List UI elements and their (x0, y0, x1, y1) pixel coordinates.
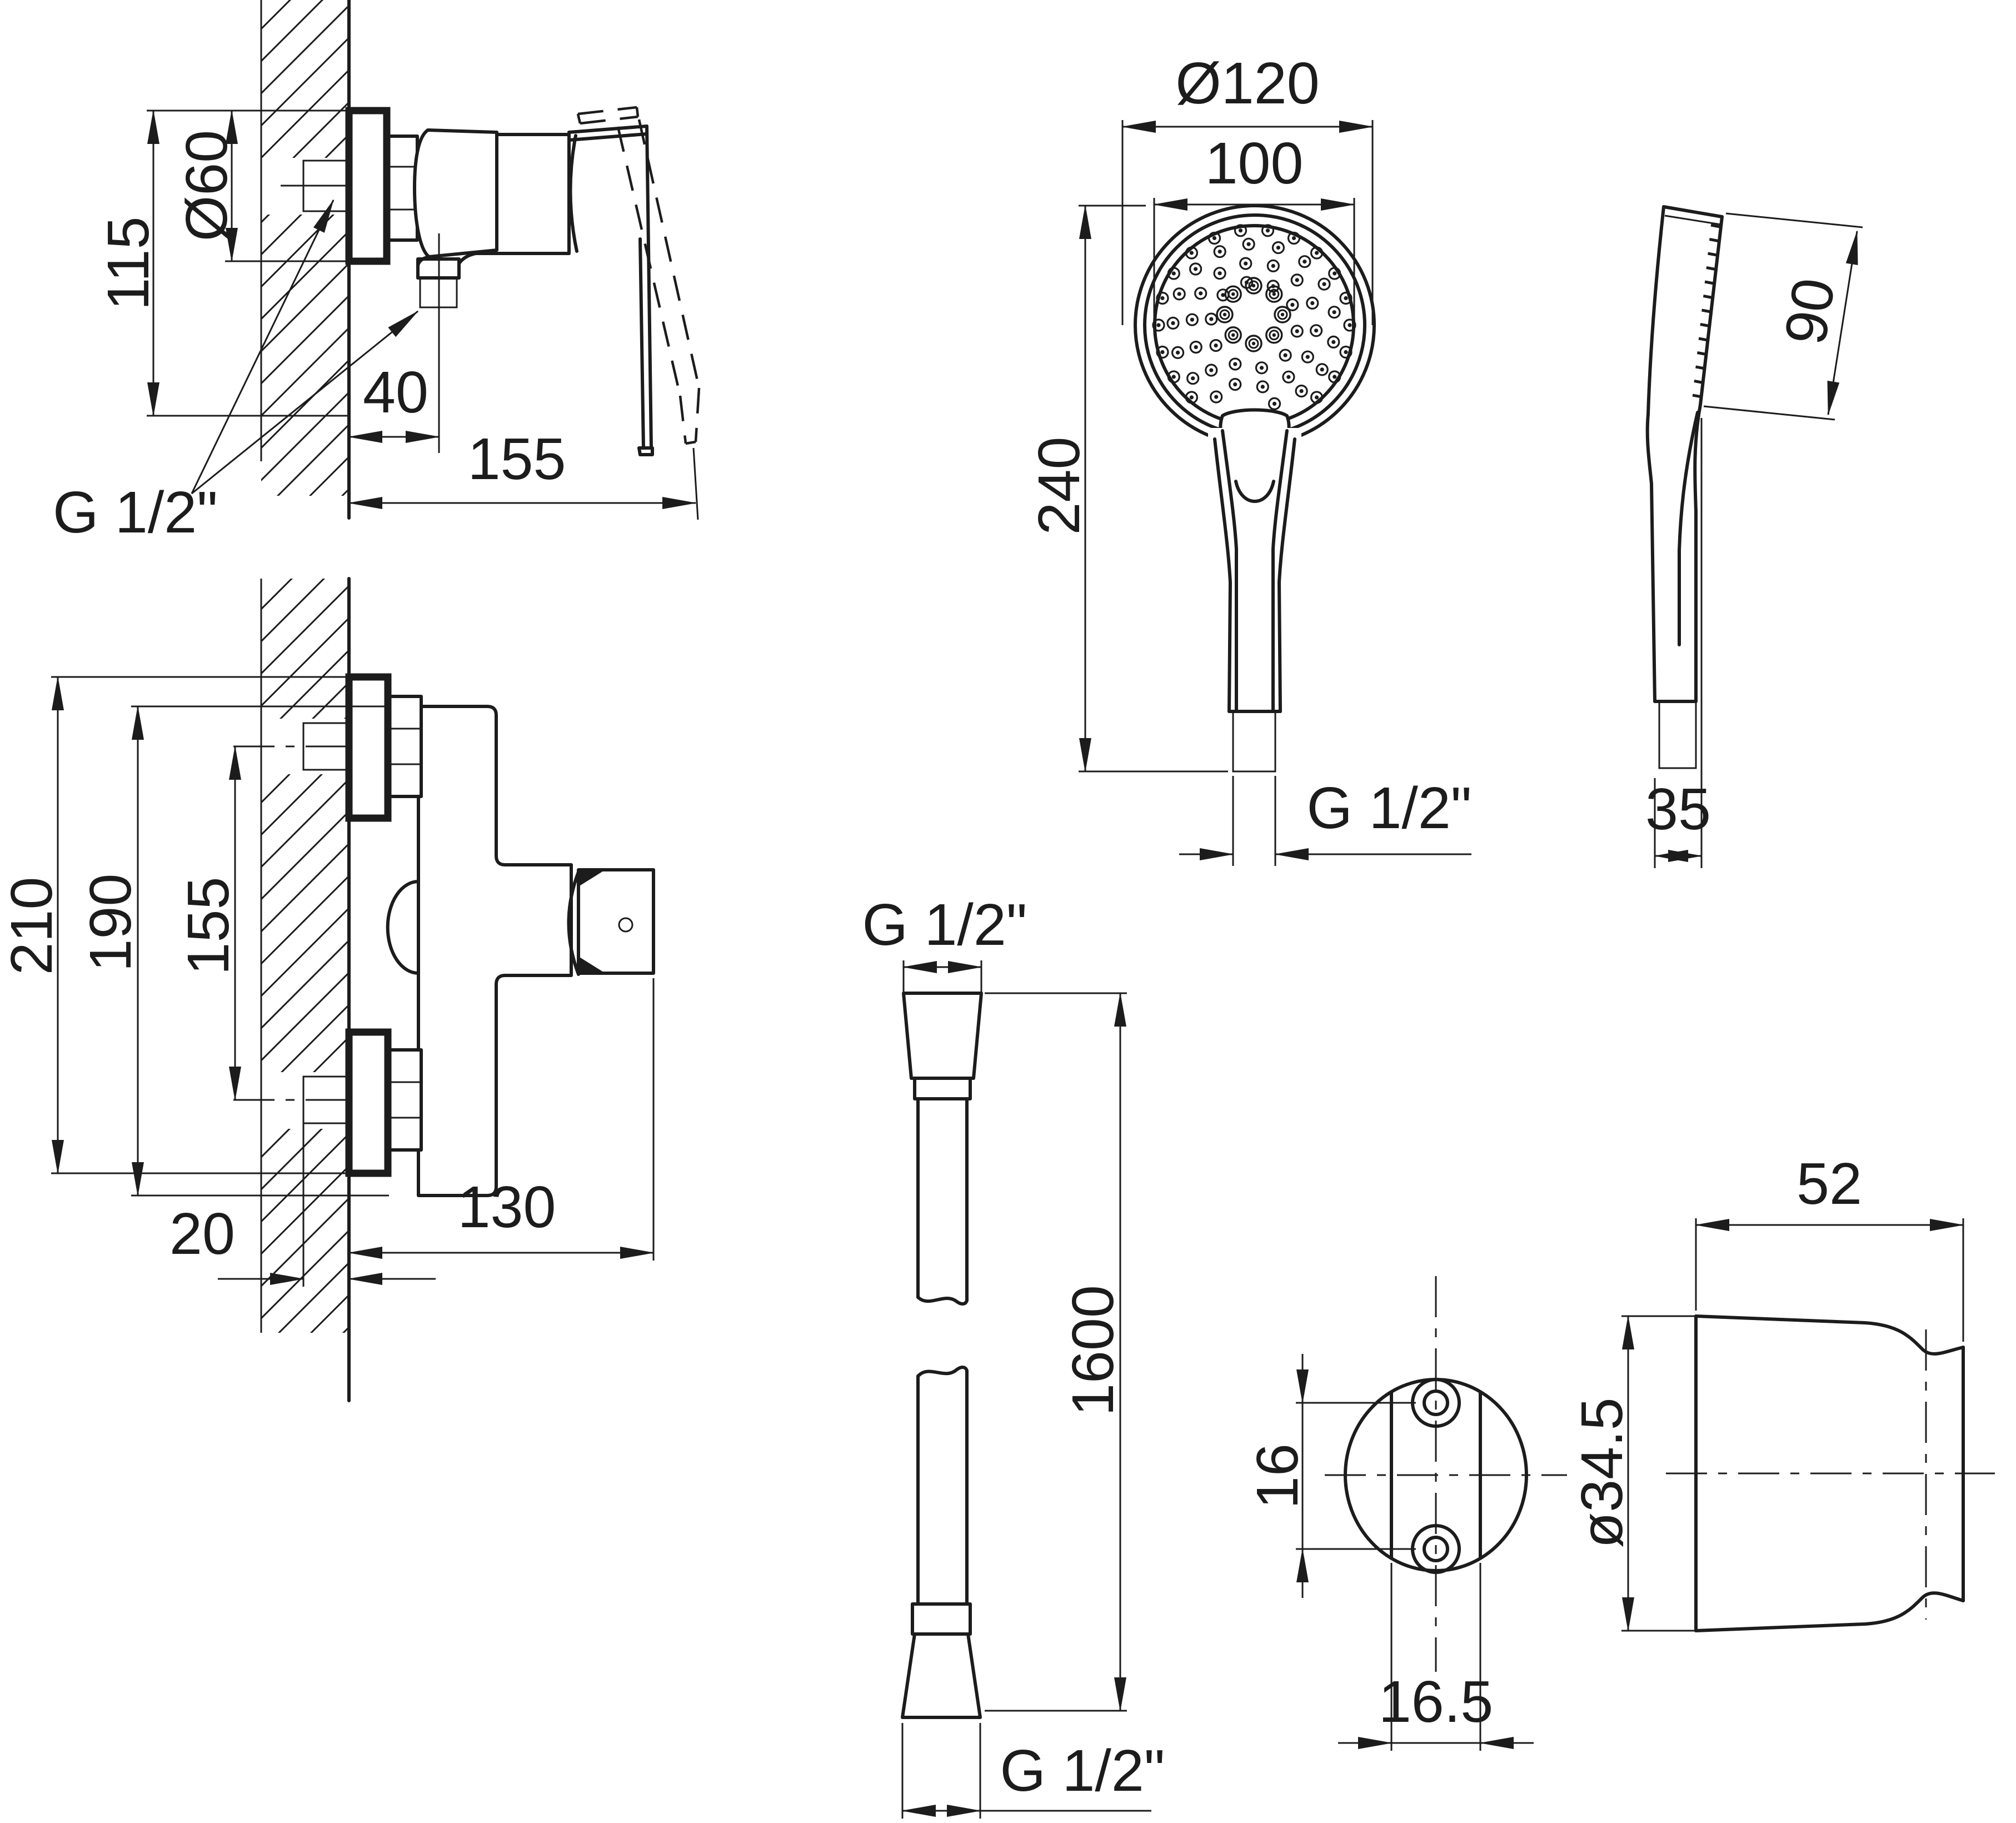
hose-body (901, 992, 983, 1719)
dim-holder-diameter: ø34.5 (1569, 1397, 1635, 1548)
dim-head-diameter: Ø120 (1175, 51, 1319, 116)
dim-holder-depth: 52 (1797, 1151, 1862, 1217)
view-mixer-side: 115 Ø60 40 155 G 1/2" (53, 0, 701, 545)
view-mixer-front: 210 190 155 20 130 (0, 577, 655, 1402)
dim-mixer-overall: 210 (0, 877, 64, 975)
mixer-handle (567, 124, 654, 456)
spray-nozzles (1152, 224, 1356, 411)
dims-mixer-front: 210 190 155 20 130 (0, 676, 655, 1287)
handshower-side-body (1645, 205, 1724, 769)
dim-mixer-thread: G 1/2" (53, 480, 218, 545)
union-nut-top (386, 695, 423, 798)
view-handshower-side: 90 35 (1645, 205, 1863, 868)
dim-side-depth: 35 (1645, 776, 1711, 842)
union-nut-bottom (386, 1048, 423, 1152)
dim-mixer-height: 115 (96, 217, 161, 311)
dim-mixer-thread-length: 20 (169, 1201, 235, 1267)
escutcheon-bottom (345, 1028, 392, 1177)
dim-hose-top-thread: G 1/2" (862, 892, 1027, 958)
view-handshower-front: Ø120 100 240 G 1/2" (1026, 51, 1471, 866)
handshower-handle (1208, 428, 1301, 773)
dims-hose: G 1/2" 1600 G 1/2" (862, 892, 1165, 1819)
dim-mixer-centers: 155 (176, 877, 241, 975)
mixer-body (417, 705, 573, 1197)
mixer-handle-alt-position (576, 106, 701, 445)
holder-front (1325, 1276, 1567, 1672)
dim-hose-length: 1600 (1060, 1285, 1126, 1416)
spray-plate (1153, 224, 1355, 426)
handshower-thread (1232, 710, 1276, 773)
holder-side (1666, 1314, 1995, 1632)
dim-hose-bottom-thread: G 1/2" (1000, 1738, 1165, 1804)
view-hose: G 1/2" 1600 G 1/2" (862, 892, 1165, 1819)
shower-holder-stub (567, 868, 655, 976)
dim-handshower-thread: G 1/2" (1307, 775, 1472, 841)
side-nozzle-ticks (1692, 223, 1720, 399)
dim-mixer-depth: 155 (468, 426, 566, 492)
dim-mixer-projection: 130 (458, 1174, 556, 1240)
cartridge-dome (386, 880, 420, 975)
spray-face-edge (1699, 215, 1724, 406)
dims-handshower-side: 90 35 (1645, 212, 1863, 868)
escutcheon-top (345, 673, 392, 822)
dim-holder-hole-width: 16.5 (1379, 1669, 1493, 1735)
escutcheon (345, 107, 391, 265)
dims-mixer-side: 115 Ø60 40 155 G 1/2" (53, 109, 699, 545)
cartridge-cap (413, 128, 498, 258)
handshower-thread-side (1658, 700, 1697, 769)
dim-mixer-body-height: 190 (78, 874, 143, 972)
union-nut (385, 135, 419, 242)
dim-mixer-escutcheon-diameter: Ø60 (174, 130, 239, 241)
dim-face-diameter: 100 (1205, 131, 1304, 196)
dim-mixer-outlet-offset: 40 (363, 360, 428, 425)
wall-hatch (261, 0, 349, 158)
dims-holder: 16 16.5 ø34.5 52 (1245, 1151, 1964, 1751)
wall-hatch (261, 579, 349, 719)
dim-side-face-length: 90 (1773, 274, 1848, 349)
view-holder: 16 16.5 ø34.5 52 (1245, 1151, 1995, 1751)
dims-handshower-front: Ø120 100 240 G 1/2" (1026, 51, 1471, 866)
dim-handshower-length: 240 (1026, 437, 1092, 535)
dim-holder-hole-pitch: 16 (1245, 1443, 1310, 1509)
